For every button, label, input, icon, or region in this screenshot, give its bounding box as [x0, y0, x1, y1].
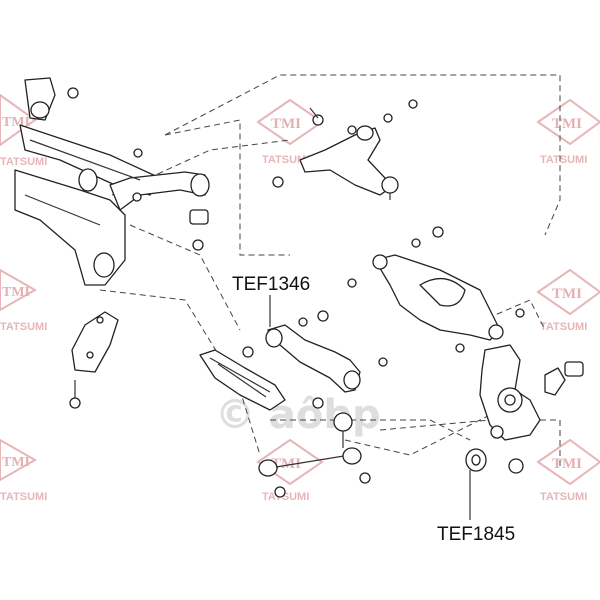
upper-control-arm	[272, 99, 418, 200]
svg-text:TATSUMI: TATSUMI	[0, 491, 47, 503]
watermark-logo: TMI TATSUMI	[0, 438, 47, 503]
svg-text:TATSUMI: TATSUMI	[540, 491, 587, 503]
guide-lines	[99, 74, 561, 470]
tef1346-link-arm	[242, 310, 388, 393]
subframe-fasteners	[67, 87, 209, 251]
svg-text:TATSUMI: TATSUMI	[262, 154, 309, 166]
watermark-logo: TMI TATSUMI	[536, 268, 600, 333]
svg-text:TATSUMI: TATSUMI	[540, 154, 587, 166]
svg-text:TMI: TMI	[271, 116, 301, 132]
lower-bracket	[69, 311, 119, 409]
label-tef1845: TEF1845	[437, 524, 515, 545]
callouts: TEF1346 TEF1845	[232, 274, 515, 545]
svg-text:TMI: TMI	[271, 456, 301, 472]
svg-text:TMI: TMI	[552, 286, 582, 302]
lower-control-arm	[347, 226, 525, 353]
svg-text:TMI: TMI	[2, 455, 30, 470]
svg-text:TMI: TMI	[552, 116, 582, 132]
watermark-logo: TMI TATSUMI	[536, 438, 600, 503]
watermark-center-text: © aôbp	[215, 392, 381, 438]
watermark-logo: TMI TATSUMI	[536, 98, 600, 166]
toe-link-rod	[258, 412, 371, 498]
watermark-layer: TMI TATSUMI TMI TATSUMI TMI TATSUMI TMI …	[0, 93, 600, 503]
watermark-logo: TMI TATSUMI	[256, 438, 324, 503]
svg-text:TMI: TMI	[552, 456, 582, 472]
svg-text:TATSUMI: TATSUMI	[540, 321, 587, 333]
svg-text:TATSUMI: TATSUMI	[0, 156, 47, 168]
rear-knuckle	[479, 344, 584, 474]
svg-text:TATSUMI: TATSUMI	[0, 321, 47, 333]
rear-subframe	[14, 77, 210, 286]
svg-text:TATSUMI: TATSUMI	[262, 491, 309, 503]
label-tef1346: TEF1346	[232, 274, 310, 295]
svg-text:TMI: TMI	[2, 285, 30, 300]
trailing-plate	[199, 349, 324, 411]
tef1845-bushing	[465, 448, 487, 472]
watermark-logo: TMI TATSUMI	[0, 268, 47, 333]
